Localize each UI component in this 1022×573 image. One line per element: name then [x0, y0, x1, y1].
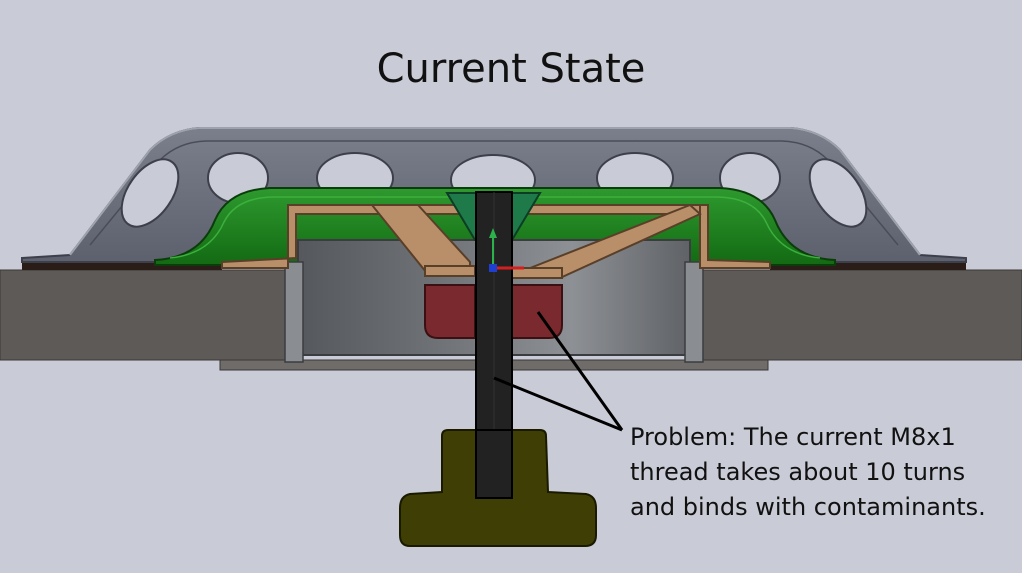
page-title: Current State: [376, 46, 646, 92]
knob: [399, 429, 597, 547]
callout-line: Problem: The current M8x1: [630, 423, 956, 451]
callout-line: and binds with contaminants.: [630, 493, 986, 521]
callout-line: thread takes about 10 turns: [630, 458, 966, 486]
coordinate-triad-icon: [489, 228, 524, 272]
panel: [0, 269, 1022, 371]
cage-hole: [808, 158, 868, 228]
panel-left: [0, 269, 291, 361]
panel-right: [694, 269, 1022, 361]
gasket: [22, 262, 966, 270]
red-nut: [424, 284, 563, 339]
callout-leaders: [493, 311, 624, 432]
cage-hole: [120, 158, 180, 228]
cage-holes: [120, 152, 868, 228]
bronze-bracket: [221, 203, 771, 279]
problem-callout: Problem: The current M8x1 thread takes a…: [630, 420, 1020, 525]
